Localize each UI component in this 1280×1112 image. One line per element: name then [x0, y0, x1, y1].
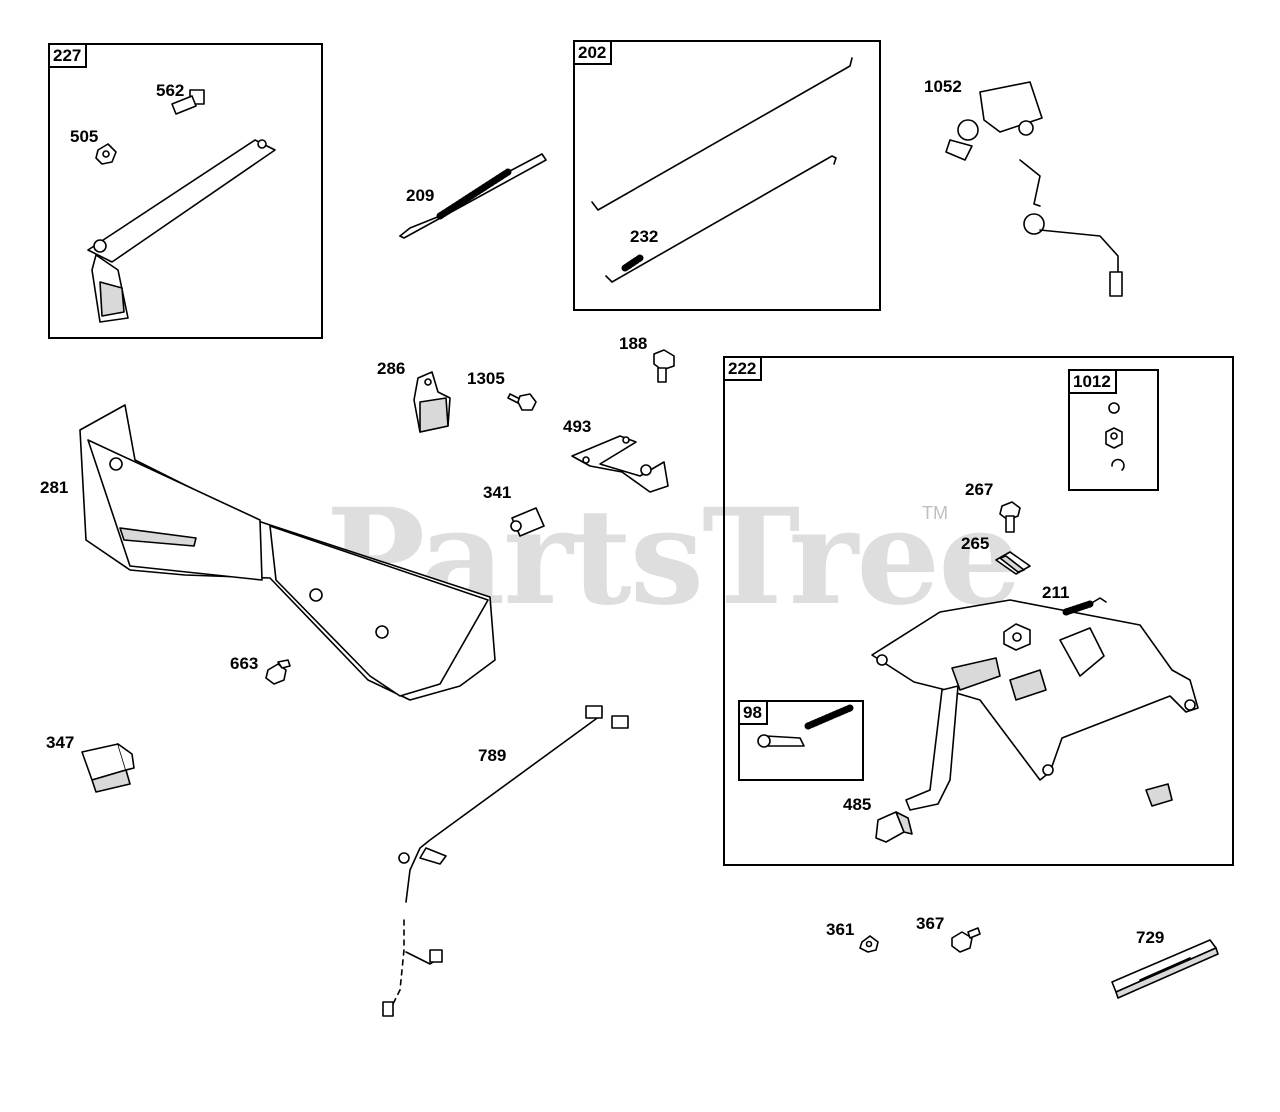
sensor-1052-illustration — [945, 81, 1123, 297]
group-label-1012[interactable]: 1012 — [1068, 369, 1117, 394]
part-label-188[interactable]: 188 — [619, 334, 648, 353]
part-label-209[interactable]: 209 — [406, 186, 435, 205]
part-label-361[interactable]: 361 — [826, 920, 855, 939]
plate-729-illustration — [1111, 939, 1219, 999]
part-label-367[interactable]: 367 — [916, 914, 945, 933]
throttle-lever-illustration — [87, 139, 276, 323]
part-label-286[interactable]: 286 — [377, 359, 406, 378]
group-frame-202: 202 — [573, 40, 881, 311]
part-label-281[interactable]: 281 — [40, 478, 69, 497]
spring-211-illustration — [1062, 597, 1107, 616]
group-label-222[interactable]: 222 — [723, 356, 763, 381]
plate-493-illustration — [571, 435, 669, 493]
part-label-663[interactable]: 663 — [230, 654, 259, 673]
part-label-493[interactable]: 493 — [563, 417, 592, 436]
spacer-341-illustration — [510, 507, 545, 537]
group-frame-1012: 1012 — [1068, 369, 1159, 491]
nut-361-illustration — [859, 935, 879, 953]
bolt-188-illustration — [653, 349, 675, 383]
part-label-267[interactable]: 267 — [965, 480, 994, 499]
group-frame-222: 222 — [723, 356, 1234, 866]
clip-265-illustration — [995, 551, 1031, 575]
bolt-1305-illustration — [507, 393, 537, 411]
watermark-trademark: TM — [922, 503, 948, 523]
pin-spring-98-illustration — [757, 704, 854, 748]
part-label-211[interactable]: 211 — [1042, 583, 1070, 602]
part-label-341[interactable]: 341 — [483, 483, 512, 502]
cap-485-illustration — [875, 811, 913, 843]
governor-rod-illustration — [591, 57, 853, 283]
switch-347-illustration — [81, 743, 135, 793]
group-label-98[interactable]: 98 — [738, 700, 768, 725]
group-label-227[interactable]: 227 — [48, 43, 88, 68]
shield-281-illustration — [79, 404, 496, 701]
part-label-729[interactable]: 729 — [1136, 928, 1165, 947]
group-frame-227: 227 — [48, 43, 323, 339]
part-label-485[interactable]: 485 — [843, 795, 872, 814]
part-label-1305[interactable]: 1305 — [467, 369, 505, 388]
kit-1012-illustration — [1105, 402, 1125, 471]
part-label-789[interactable]: 789 — [478, 746, 507, 765]
part-label-232[interactable]: 232 — [630, 227, 659, 246]
nut-505-illustration — [95, 143, 117, 165]
part-label-1052[interactable]: 1052 — [924, 77, 962, 96]
part-label-505[interactable]: 505 — [70, 127, 99, 146]
part-label-562[interactable]: 562 — [156, 81, 185, 100]
group-label-202[interactable]: 202 — [573, 40, 613, 65]
wire-harness-789-illustration — [382, 705, 629, 1017]
group-frame-98: 98 — [738, 700, 864, 781]
spring-209-illustration — [399, 153, 547, 239]
part-label-347[interactable]: 347 — [46, 733, 75, 752]
bolt-267-illustration — [999, 501, 1021, 533]
control-bracket-222-illustration — [871, 599, 1199, 811]
part-label-265[interactable]: 265 — [961, 534, 990, 553]
bolt-367-illustration — [951, 927, 981, 953]
bracket-286-illustration — [413, 371, 451, 433]
bolt-562-illustration — [171, 89, 205, 115]
screw-663-illustration — [265, 659, 291, 685]
